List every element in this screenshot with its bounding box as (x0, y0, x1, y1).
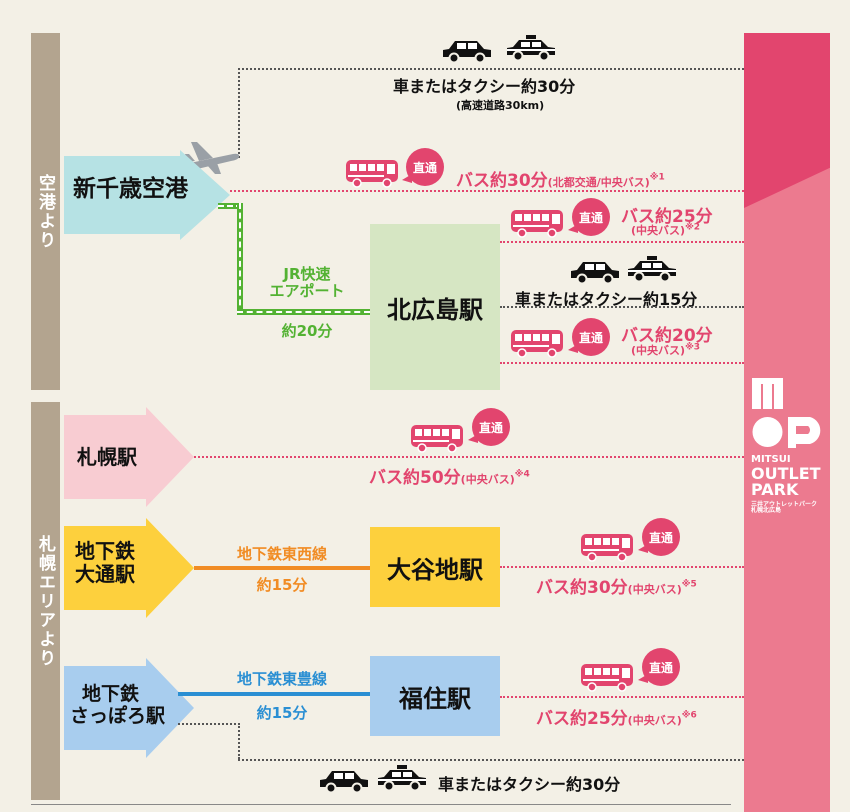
station-oyachi: 大谷地駅 (370, 527, 500, 607)
car-route-bottom-line-h2 (238, 759, 744, 761)
direct-badge: 直通 (638, 648, 680, 686)
tozai-line (194, 566, 370, 570)
brand-outlet: OUTLET (751, 463, 821, 483)
brand-mitsui: MITSUI (751, 454, 791, 465)
jr-line-v (237, 203, 243, 315)
bus1-sub: (北都交通/中央バス) (547, 176, 650, 189)
origin-odori-line1: 地下鉄 (75, 539, 135, 563)
bus4-note: ※4 (514, 469, 530, 480)
taxi-icon (506, 35, 556, 62)
car-route-bottom-label: 車またはタクシー約30分 (438, 775, 621, 794)
bus1-note: ※1 (649, 172, 665, 183)
bus2-sub: (中央バス) (631, 224, 686, 237)
bus6-main: バス約25分 (536, 709, 628, 729)
origin-sapporo-subway-line2: さっぽろ駅 (70, 704, 166, 727)
section-airport-label: 空港より (35, 173, 55, 250)
origin-odori-line2: 大通駅 (75, 562, 135, 586)
brand-jp-1: 三井アウトレットパーク (751, 501, 818, 509)
brand-park: PARK (751, 480, 799, 500)
bus-icon (580, 663, 634, 692)
origin-sapporo-subway-line1: 地下鉄 (82, 683, 140, 705)
bus6-note: ※6 (681, 710, 697, 721)
station-fukuzumi: 福住駅 (370, 656, 500, 736)
toho-line (178, 692, 370, 696)
origin-sapporo-subway-label: 地下鉄 さっぽろ駅 (70, 683, 166, 728)
direct-badge: 直通 (568, 318, 610, 356)
bus3-note: ※3 (685, 342, 701, 353)
car-route-bottom-line-v (238, 723, 240, 759)
bus6-route-label: バス約25分(中央バス)※6 (536, 704, 697, 729)
car-route-line-top (238, 68, 744, 70)
bus1-route-line (230, 190, 744, 192)
bus5-sub: (中央バス) (627, 583, 682, 596)
car-route-top-sub: (高速道路30km) (456, 99, 545, 112)
car-route-line-vertical (238, 68, 240, 158)
bus4-route-label: バス約50分(中央バス)※4 (369, 463, 530, 488)
brand-jp-2: 札幌北広島 (751, 507, 782, 515)
tozai-time: 約15分 (256, 576, 308, 594)
bus2-note: ※2 (685, 222, 701, 233)
bus5-route-line (500, 566, 744, 568)
car-route-top-label: 車またはタクシー約30分 (393, 77, 576, 96)
bus2-route-line (500, 241, 744, 243)
car-icon (442, 40, 492, 63)
mop-logo (752, 378, 824, 450)
car-route-mid-label: 車またはタクシー約15分 (515, 290, 698, 309)
origin-odori-label: 地下鉄 大通駅 (75, 540, 135, 586)
taxi-icon (627, 256, 677, 283)
car-route-mid-line (500, 306, 744, 308)
origin-sapporo-label: 札幌駅 (77, 445, 137, 469)
section-sapporo: 札幌エリアより (31, 402, 60, 800)
bus3-route-line (500, 362, 744, 364)
bus2-main: バス約25分 (621, 207, 713, 227)
station-kitahiroshima: 北広島駅 (370, 224, 500, 390)
bus3-sub: (中央バス) (631, 344, 686, 357)
bus1-route-label: バス約30分(北都交通/中央バス)※1 (456, 166, 665, 191)
direct-badge: 直通 (638, 518, 680, 556)
bus5-note: ※5 (681, 579, 697, 590)
bus-icon (410, 424, 464, 453)
footer-divider (31, 804, 731, 805)
direct-badge: 直通 (402, 148, 444, 186)
toho-label: 地下鉄東豊線 (236, 670, 327, 688)
origin-chitose-label: 新千歳空港 (73, 176, 188, 202)
car-route-bottom-line-h1 (178, 723, 240, 725)
section-airport: 空港より (31, 33, 60, 390)
bus-icon (510, 329, 564, 358)
bus5-route-label: バス約30分(中央バス)※5 (536, 573, 697, 598)
bus6-route-line (500, 696, 744, 698)
jr-time: 約20分 (281, 322, 333, 340)
bus5-main: バス約30分 (536, 578, 628, 598)
bus-icon (345, 159, 399, 188)
jr-line2: エアポート (269, 282, 345, 301)
toho-time: 約15分 (256, 704, 308, 722)
tozai-label: 地下鉄東西線 (236, 545, 327, 563)
car-icon (319, 770, 369, 793)
bus4-sub: (中央バス) (460, 473, 515, 486)
car-icon (570, 261, 620, 284)
bus-icon (580, 533, 634, 562)
direct-badge: 直通 (568, 198, 610, 236)
bus4-main: バス約50分 (369, 468, 461, 488)
jr-label: JR快速 エアポート (252, 265, 362, 301)
bus3-main: バス約20分 (621, 326, 713, 346)
bus1-main: バス約30分 (456, 171, 548, 191)
taxi-icon (377, 765, 427, 792)
bus-icon (510, 209, 564, 238)
section-sapporo-label: 札幌エリアより (35, 534, 55, 668)
airplane-icon (185, 142, 240, 174)
bus4-route-line (194, 456, 744, 458)
bus6-sub: (中央バス) (627, 714, 682, 727)
jr-line1: JR快速 (283, 265, 331, 283)
bus2-sub-wrap: (中央バス)※2 (631, 222, 700, 238)
jr-line-h1 (218, 203, 242, 209)
bus3-sub-wrap: (中央バス)※3 (631, 342, 700, 358)
direct-badge: 直通 (468, 408, 510, 446)
jr-line-h2 (237, 309, 370, 315)
